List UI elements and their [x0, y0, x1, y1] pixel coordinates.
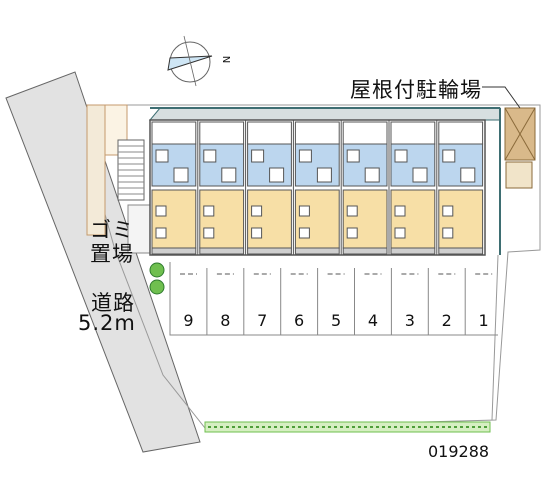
parking-slot-number: 6	[294, 311, 305, 330]
unit-balcony	[294, 247, 340, 255]
unit-furniture	[251, 227, 263, 239]
unit-toilet-fixture	[460, 167, 476, 183]
unit-furniture	[155, 205, 167, 217]
unit-balcony	[438, 247, 484, 255]
unit-balcony	[390, 247, 436, 255]
unit-furniture	[203, 205, 215, 217]
parking-slot-number: 3	[404, 311, 415, 330]
unit-furniture	[298, 205, 310, 217]
parking-slot-number: 5	[330, 311, 342, 330]
unit-furniture	[203, 227, 215, 239]
unit-balcony	[199, 247, 245, 255]
unit-balcony	[151, 247, 197, 255]
unit-entrance	[438, 121, 484, 145]
unit-bath-fixture	[298, 149, 312, 163]
parking-slot-number: 1	[478, 311, 489, 330]
hedge-bottom	[149, 279, 165, 295]
unit-furniture	[394, 205, 406, 217]
bike-parking-label: 屋根付駐輪場	[350, 78, 482, 102]
unit-furniture	[394, 227, 406, 239]
unit-toilet-fixture	[269, 167, 285, 183]
unit-entrance	[342, 121, 388, 145]
roof-overhang	[148, 107, 501, 121]
parking-lot	[169, 262, 498, 336]
road-width-label: 5.2m	[78, 311, 136, 335]
unit-living-room	[438, 189, 484, 249]
unit-toilet-fixture	[173, 167, 189, 183]
north-mark: N	[220, 55, 232, 64]
unit-bath-fixture	[394, 149, 408, 163]
parking-slot-number: 8	[220, 311, 231, 330]
unit-balcony	[342, 247, 388, 255]
unit-bath-fixture	[155, 149, 169, 163]
parking-slot-number: 4	[367, 311, 379, 330]
unit-furniture	[155, 227, 167, 239]
unit-furniture	[298, 227, 310, 239]
unit-living-room	[342, 189, 388, 249]
unit-toilet-fixture	[412, 167, 428, 183]
hedge-top	[149, 262, 165, 278]
unit-living-room	[247, 189, 292, 249]
unit-toilet-fixture	[221, 167, 237, 183]
unit-entrance	[199, 121, 245, 145]
unit-toilet-fixture	[316, 167, 332, 183]
unit-balcony	[247, 247, 292, 255]
property-id: 019288	[428, 442, 490, 461]
unit-furniture	[346, 227, 358, 239]
parking-slot-number: 2	[441, 311, 452, 330]
bike-parking-callout	[482, 86, 521, 109]
unit-toilet-fixture	[364, 167, 380, 183]
unit-bath-fixture	[251, 149, 265, 163]
unit-living-room	[294, 189, 340, 249]
unit-entrance	[247, 121, 292, 145]
stairs	[117, 139, 145, 201]
bike-roof-x2	[504, 107, 536, 161]
west-fence	[86, 104, 106, 236]
compass	[167, 35, 213, 87]
unit-furniture	[442, 227, 454, 239]
parking-slot-number: 9	[183, 311, 194, 330]
unit-living-room	[151, 189, 197, 249]
road-label-line1: 道路	[91, 291, 135, 315]
unit-entrance	[151, 121, 197, 145]
unit-furniture	[346, 205, 358, 217]
apartment-units	[149, 120, 484, 255]
garbage-label-line2: 置場	[90, 242, 134, 266]
unit-bath-fixture	[346, 149, 360, 163]
unit-furniture	[251, 205, 263, 217]
site-boundary-east	[491, 254, 499, 421]
unit-bath-fixture	[203, 149, 217, 163]
garbage-label-line1: ゴミ	[90, 218, 134, 242]
bike-parking-base	[505, 161, 533, 189]
unit-bath-fixture	[442, 149, 456, 163]
unit-furniture	[442, 205, 454, 217]
unit-entrance	[390, 121, 436, 145]
unit-living-room	[390, 189, 436, 249]
unit-entrance	[294, 121, 340, 145]
road	[5, 71, 201, 453]
unit-living-room	[199, 189, 245, 249]
parking-slot-number: 7	[257, 311, 268, 330]
